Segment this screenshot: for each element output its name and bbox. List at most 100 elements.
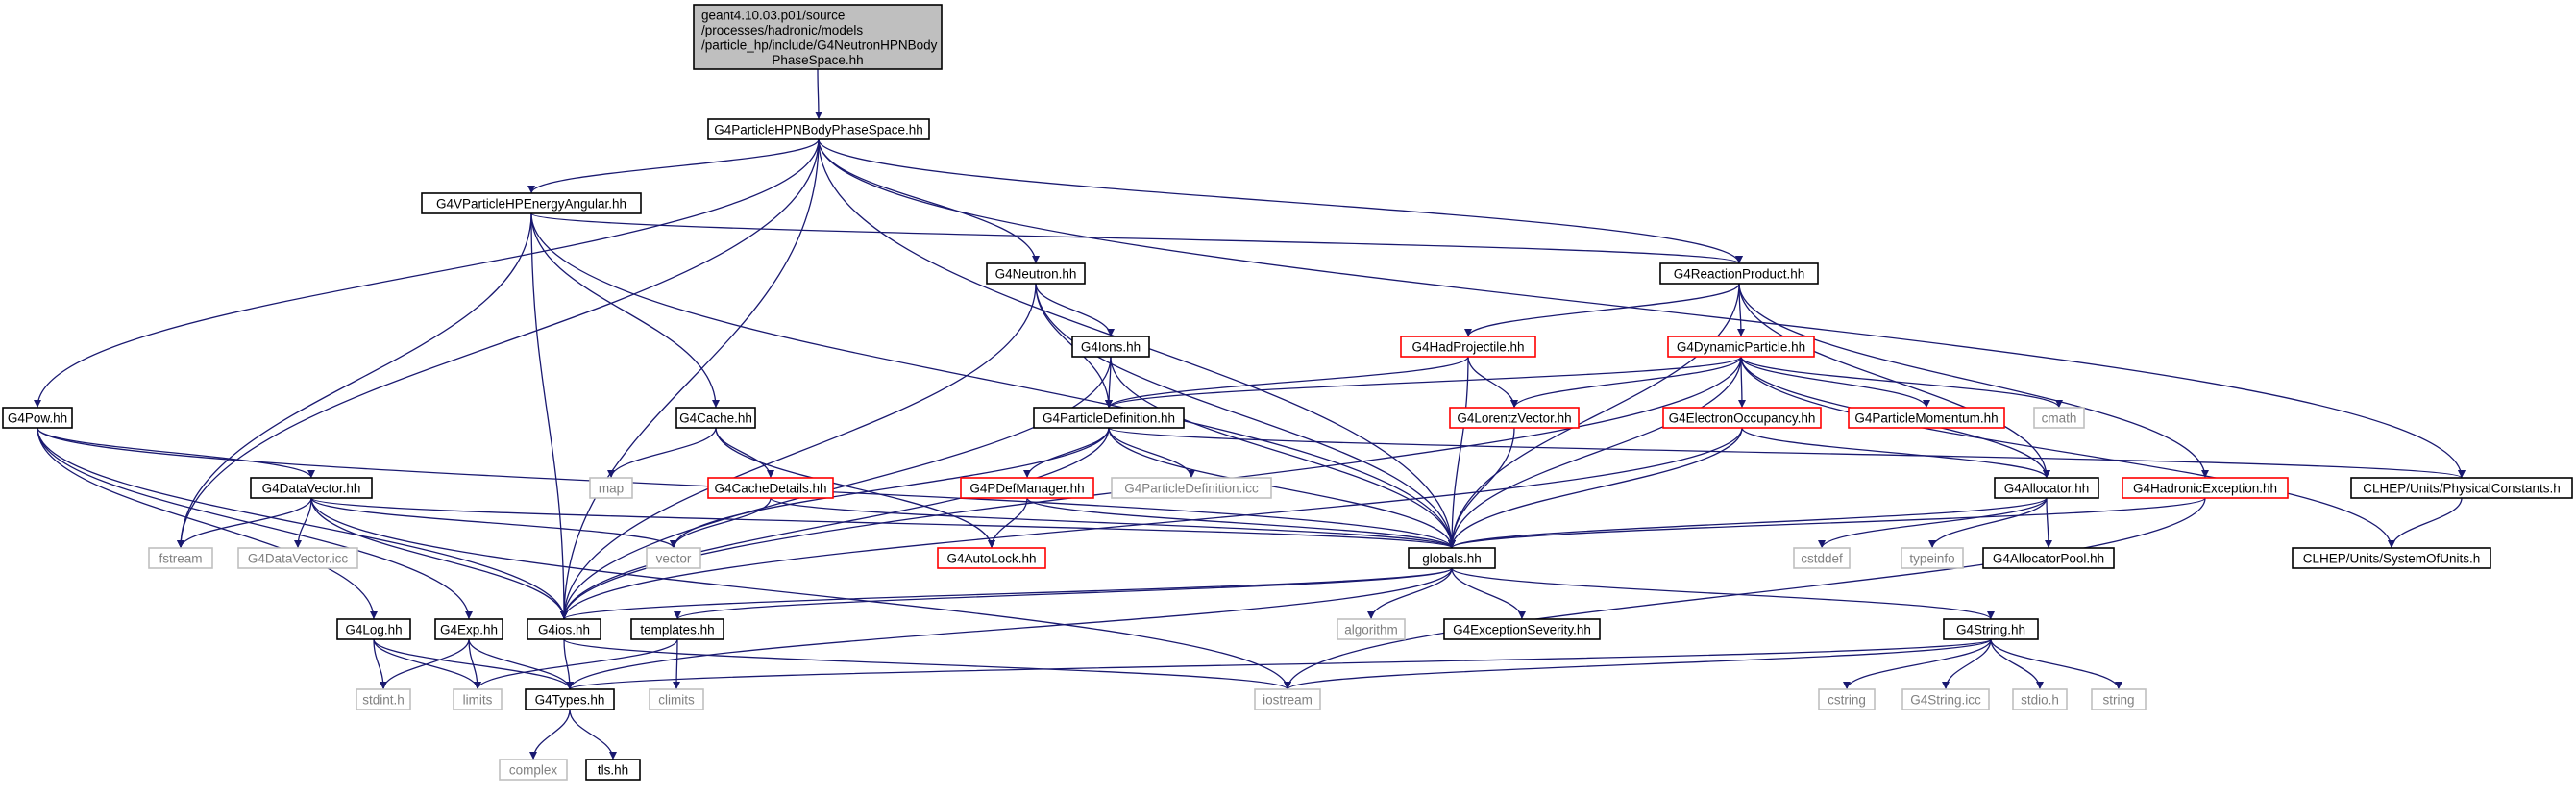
edge-neutron-to-globals xyxy=(1035,283,1456,549)
edge-hexc-to-globals xyxy=(1448,497,2206,549)
edge-eocc-to-ios xyxy=(560,427,1743,620)
edge-pps-to-rp xyxy=(818,138,1743,264)
node-label: G4DynamicParticle.hh xyxy=(1677,340,1805,355)
node-label: cstring xyxy=(1828,693,1866,708)
edge-types-to-complex xyxy=(529,709,571,760)
node-label: PhaseSpace.hh xyxy=(772,53,863,67)
node-label: fstream xyxy=(159,552,202,566)
edge-string-to-types xyxy=(566,638,1992,690)
node-box xyxy=(1943,618,2039,640)
node-box xyxy=(1400,336,1536,358)
edge-pow-to-exp xyxy=(37,427,473,620)
edge-eocc-to-alloc xyxy=(1741,427,2050,479)
edge-dynp-to-eocc xyxy=(1737,356,1746,409)
node-label: cmath xyxy=(2042,411,2077,426)
edge-cache-to-map xyxy=(607,427,717,479)
edge-alloc-to-allocpool xyxy=(2044,497,2052,549)
node-box xyxy=(1848,407,2005,429)
node-box xyxy=(2292,547,2491,569)
node-box xyxy=(336,618,411,640)
node-box xyxy=(453,688,503,710)
node-box xyxy=(2033,407,2085,429)
node-box xyxy=(707,477,834,499)
edge-pps-to-physc xyxy=(818,138,2466,479)
edge-globals-to-algorithm xyxy=(1367,567,1453,620)
edge-templates-to-limits xyxy=(474,638,678,690)
node-label: G4Pow.hh xyxy=(8,411,67,426)
node-label: tls.hh xyxy=(598,763,628,778)
node-types: G4Types.hh xyxy=(525,688,615,710)
node-box xyxy=(646,547,701,569)
edge-alloc-to-typeinfo xyxy=(1928,497,2048,549)
edge-globals-to-excsev xyxy=(1451,567,1526,620)
edge-string-to-cstring xyxy=(1843,638,1992,690)
node-box xyxy=(1901,688,1990,710)
edge-dynp-to-cmath xyxy=(1740,356,2063,409)
edge-physc-to-sou xyxy=(2388,497,2463,549)
edge-pdef-to-vector xyxy=(670,427,1110,549)
node-label: G4ReactionProduct.hh xyxy=(1674,267,1805,282)
node-pow: G4Pow.hh xyxy=(2,407,73,429)
node-box xyxy=(525,688,615,710)
edge-ions-to-ios xyxy=(560,356,1112,620)
node-label: stdint.h xyxy=(362,693,405,708)
node-box xyxy=(1659,262,1819,285)
node-box xyxy=(499,759,568,781)
edge-dynp-to-sou xyxy=(1740,356,2395,549)
node-hexc: G4HadronicException.hh xyxy=(2122,477,2289,499)
edge-string-to-stdio xyxy=(1990,638,2044,690)
node-label: typeinfo xyxy=(1909,552,1954,566)
node-complex: complex xyxy=(499,759,568,781)
node-label: G4LorentzVector.hh xyxy=(1457,411,1571,426)
node-tls: tls.hh xyxy=(585,759,641,781)
node-box xyxy=(1254,688,1321,710)
node-pdm: G4PDefManager.hh xyxy=(960,477,1094,499)
node-label: geant4.10.03.p01/source xyxy=(701,8,845,22)
node-box xyxy=(2,407,73,429)
node-box xyxy=(1071,336,1150,358)
node-label: complex xyxy=(509,763,558,778)
node-label: G4String.icc xyxy=(1910,693,1981,708)
node-label: G4DataVector.icc xyxy=(248,552,349,566)
edge-vpea-to-rp xyxy=(530,212,1743,264)
edge-pow-to-dv xyxy=(37,427,315,479)
edge-string-to-iostream xyxy=(1284,638,1992,690)
node-label: G4String.hh xyxy=(1956,623,2025,637)
edge-dynp-to-globals xyxy=(1448,356,1742,549)
node-cstddef: cstddef xyxy=(1793,547,1851,569)
node-label: G4ParticleDefinition.hh xyxy=(1043,411,1175,426)
node-label: G4Cache.hh xyxy=(679,411,752,426)
node-box xyxy=(356,688,411,710)
node-label: CLHEP/Units/SystemOfUnits.h xyxy=(2303,552,2481,566)
edge-string-to-stricc xyxy=(1942,638,1992,690)
node-label: G4ParticleHPNBodyPhaseSpace.hh xyxy=(714,123,923,137)
node-label: limits xyxy=(463,693,493,708)
edge-dv-to-dvicc xyxy=(294,497,312,549)
node-label: G4ParticleMomentum.hh xyxy=(1854,411,1998,426)
node-label: G4ParticleDefinition.icc xyxy=(1124,482,1259,496)
edge-ions-to-globals xyxy=(1110,356,1456,549)
node-label: G4ElectronOccupancy.hh xyxy=(1669,411,1816,426)
edge-pow-to-log xyxy=(37,427,378,620)
edge-globals-to-string xyxy=(1451,567,1995,620)
edge-hadproj-to-lv xyxy=(1467,356,1518,409)
node-box xyxy=(1982,547,2115,569)
node-stdio: stdio.h xyxy=(2012,688,2068,710)
node-climits: climits xyxy=(649,688,704,710)
node-label: G4PDefManager.hh xyxy=(969,482,1084,496)
node-exp: G4Exp.hh xyxy=(434,618,503,640)
node-label: G4AllocatorPool.hh xyxy=(1993,552,2104,566)
node-box xyxy=(1337,618,1406,640)
edge-neutron-to-ions xyxy=(1035,283,1115,337)
edge-exp-to-types xyxy=(468,638,574,690)
edge-eocc-to-globals xyxy=(1448,427,1743,549)
edge-globals-to-templates xyxy=(674,567,1453,620)
edge-pdef-to-physc xyxy=(1108,427,2466,479)
node-box xyxy=(986,262,1086,285)
node-ions: G4Ions.hh xyxy=(1071,336,1150,358)
node-label: G4DataVector.hh xyxy=(262,482,361,496)
node-ios: G4ios.hh xyxy=(527,618,601,640)
edge-dv-to-vector xyxy=(310,497,677,549)
edge-pdm-to-autolock xyxy=(988,497,1028,549)
